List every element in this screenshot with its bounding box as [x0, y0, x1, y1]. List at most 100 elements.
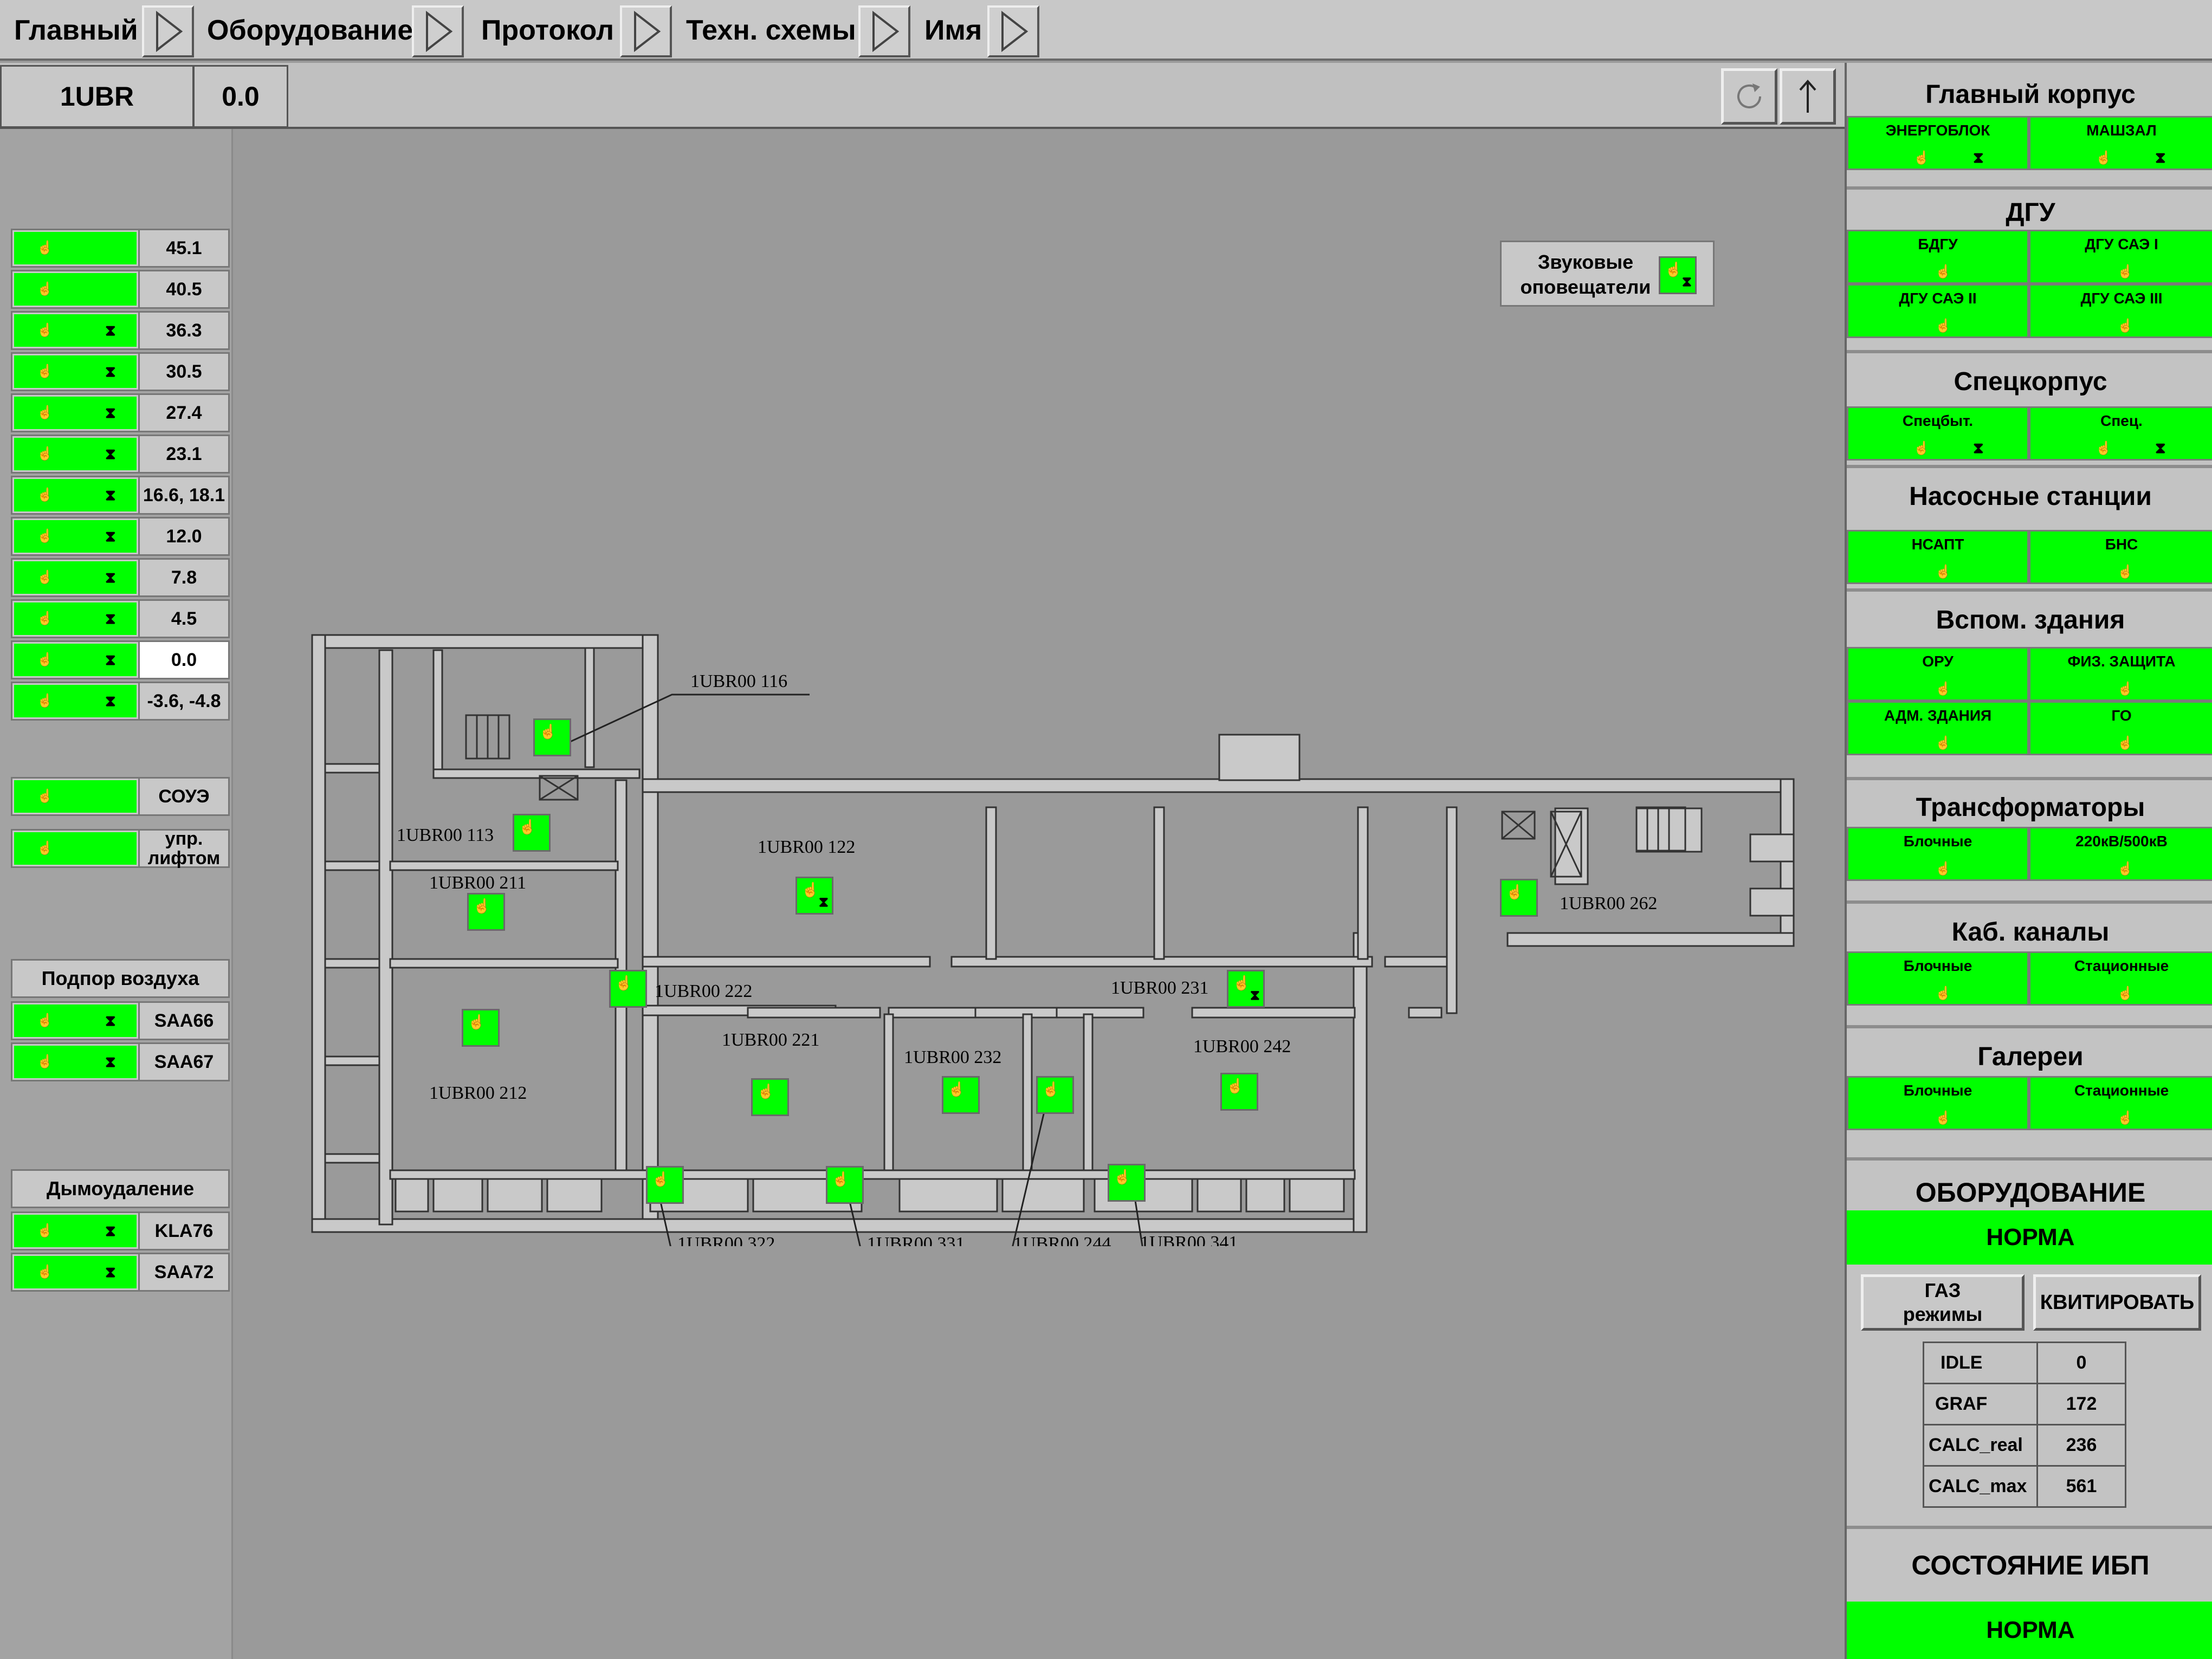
- group-title: Спецкорпус: [1954, 367, 2107, 396]
- room-label: 1UBR00 113: [397, 825, 494, 845]
- hand-icon: ☝: [1935, 736, 1951, 750]
- nav-arrow-tech-schemes-icon[interactable]: [858, 5, 910, 57]
- room-sensor[interactable]: ☝: [462, 1009, 500, 1047]
- nav-arrow-equipment-icon[interactable]: [412, 5, 464, 57]
- status-tile[interactable]: АДМ. ЗДАНИЯ☝: [1847, 701, 2029, 755]
- acknowledge-button[interactable]: КВИТИРОВАТЬ: [2033, 1274, 2201, 1331]
- room-sensor[interactable]: ☝: [533, 718, 571, 756]
- status-tile[interactable]: НСАПТ☝: [1847, 530, 2029, 584]
- floor-row[interactable]: ☝⧗30.5: [11, 352, 230, 391]
- status-tile[interactable]: Спец.☝⧗: [2029, 406, 2212, 461]
- room-sensor[interactable]: ☝: [1220, 1073, 1258, 1111]
- hand-icon: ☝: [1935, 565, 1951, 579]
- hourglass-icon: ⧗: [105, 1053, 116, 1070]
- room-sensor[interactable]: ☝: [513, 814, 551, 852]
- room-sensor[interactable]: ☝: [467, 893, 505, 931]
- hand-icon: ☝: [37, 611, 53, 626]
- smoke-removal-row[interactable]: ☝⧗KLA76: [11, 1211, 230, 1250]
- floor-row[interactable]: ☝⧗36.3: [11, 311, 230, 350]
- room-label: 1UBR00 232: [904, 1047, 1001, 1067]
- hand-icon: ☝: [37, 282, 53, 296]
- status-tile[interactable]: ДГУ САЭ I☝: [2029, 230, 2212, 284]
- nav-item-main[interactable]: Главный: [14, 15, 138, 46]
- floor-row[interactable]: ☝⧗27.4: [11, 393, 230, 432]
- status-tile[interactable]: Блочные☝: [1847, 827, 2029, 881]
- hourglass-icon: ⧗: [1973, 439, 1984, 456]
- soue-row[interactable]: ☝СОУЭ: [11, 777, 230, 816]
- status-tile[interactable]: Блочные☝: [1847, 951, 2029, 1006]
- hourglass-icon: ⧗: [105, 322, 116, 339]
- floor-row[interactable]: ☝45.1: [11, 229, 230, 268]
- status-tile[interactable]: Стационные☝: [2029, 1076, 2212, 1130]
- floor-row-selected[interactable]: ☝⧗0.0: [11, 640, 230, 679]
- hand-icon: ☝: [1233, 975, 1251, 991]
- status-tile[interactable]: ДГУ САЭ II☝: [1847, 284, 2029, 338]
- status-tile[interactable]: БНС☝: [2029, 530, 2212, 584]
- hourglass-icon: ⧗: [1973, 149, 1984, 166]
- hourglass-icon: ⧗: [2155, 149, 2166, 166]
- arrow-up-icon[interactable]: [1780, 68, 1836, 125]
- status-tile[interactable]: ДГУ САЭ III☝: [2029, 284, 2212, 338]
- nav-item-equipment[interactable]: Оборудование: [207, 15, 413, 46]
- floor-row[interactable]: ☝⧗12.0: [11, 517, 230, 556]
- status-tile[interactable]: ОРУ☝: [1847, 647, 2029, 701]
- hand-icon: ☝: [948, 1081, 966, 1097]
- hand-icon: ☝: [37, 488, 53, 502]
- room-label: 1UBR00 212: [429, 1083, 527, 1103]
- status-tile[interactable]: ЭНЕРГОБЛОК☝⧗: [1847, 116, 2029, 170]
- status-tile[interactable]: Стационные☝: [2029, 951, 2212, 1006]
- nav-item-tech-schemes[interactable]: Техн. схемы: [686, 15, 856, 46]
- hourglass-icon: ⧗: [105, 610, 116, 627]
- divider: [1847, 777, 2212, 780]
- status-tile[interactable]: БДГУ☝: [1847, 230, 2029, 284]
- gas-modes-button[interactable]: ГАЗ режимы: [1861, 1274, 2025, 1331]
- hand-icon: ☝: [832, 1171, 850, 1187]
- hand-icon: ☝: [37, 529, 53, 543]
- floor-row[interactable]: ☝⧗23.1: [11, 435, 230, 474]
- room-sensor[interactable]: ☝⧗: [1227, 970, 1265, 1008]
- sound-alerts-panel[interactable]: Звуковые оповещатели ☝⧗: [1500, 241, 1715, 307]
- lift-control-row[interactable]: ☝упр. лифтом: [11, 829, 230, 868]
- status-tile[interactable]: МАШЗАЛ☝⧗: [2029, 116, 2212, 170]
- room-sensor[interactable]: ☝: [751, 1078, 789, 1116]
- hourglass-icon: ⧗: [1250, 987, 1260, 1003]
- nav-item-protocol[interactable]: Протокол: [481, 15, 614, 46]
- floor-row[interactable]: ☝40.5: [11, 270, 230, 309]
- hand-icon: ☝: [615, 975, 633, 991]
- smoke-removal-row[interactable]: ☝⧗SAA72: [11, 1253, 230, 1292]
- floor-row[interactable]: ☝⧗4.5: [11, 599, 230, 638]
- group-title: Главный корпус: [1925, 80, 2136, 109]
- air-pressure-row[interactable]: ☝⧗SAA67: [11, 1042, 230, 1081]
- room-sensor[interactable]: ☝: [826, 1166, 864, 1204]
- floor-row[interactable]: ☝⧗16.6, 18.1: [11, 476, 230, 515]
- status-tile[interactable]: ФИЗ. ЗАЩИТА☝: [2029, 647, 2212, 701]
- nav-arrow-protocol-icon[interactable]: [620, 5, 672, 57]
- hand-icon: ☝: [2117, 1111, 2133, 1125]
- room-label: 1UBR00 331: [867, 1234, 965, 1246]
- refresh-icon[interactable]: [1721, 68, 1777, 125]
- status-tile[interactable]: Спецбыт.☝⧗: [1847, 406, 2029, 461]
- room-sensor[interactable]: ☝⧗: [795, 877, 833, 915]
- floor-row[interactable]: ☝⧗-3.6, -4.8: [11, 682, 230, 721]
- nav-arrow-main-icon[interactable]: [142, 5, 194, 57]
- room-sensor[interactable]: ☝: [942, 1076, 980, 1114]
- status-tile[interactable]: Блочные☝: [1847, 1076, 2029, 1130]
- hand-icon: ☝: [2117, 682, 2133, 696]
- hand-icon: ☝: [473, 898, 491, 914]
- room-sensor[interactable]: ☝: [609, 970, 647, 1008]
- nav-arrow-name-icon[interactable]: [987, 5, 1039, 57]
- sound-alerts-indicator[interactable]: ☝⧗: [1659, 256, 1697, 294]
- room-sensor[interactable]: ☝: [646, 1166, 684, 1204]
- status-tile[interactable]: ГО☝: [2029, 701, 2212, 755]
- floor-row[interactable]: ☝⧗7.8: [11, 558, 230, 597]
- room-sensor[interactable]: ☝: [1108, 1164, 1146, 1202]
- divider: [1847, 1157, 2212, 1161]
- status-tile[interactable]: 220кВ/500кВ☝: [2029, 827, 2212, 881]
- nav-item-name[interactable]: Имя: [924, 15, 982, 46]
- room-sensor[interactable]: ☝: [1036, 1076, 1074, 1114]
- room-sensor[interactable]: ☝: [1500, 879, 1538, 917]
- air-pressure-row[interactable]: ☝⧗SAA66: [11, 1001, 230, 1040]
